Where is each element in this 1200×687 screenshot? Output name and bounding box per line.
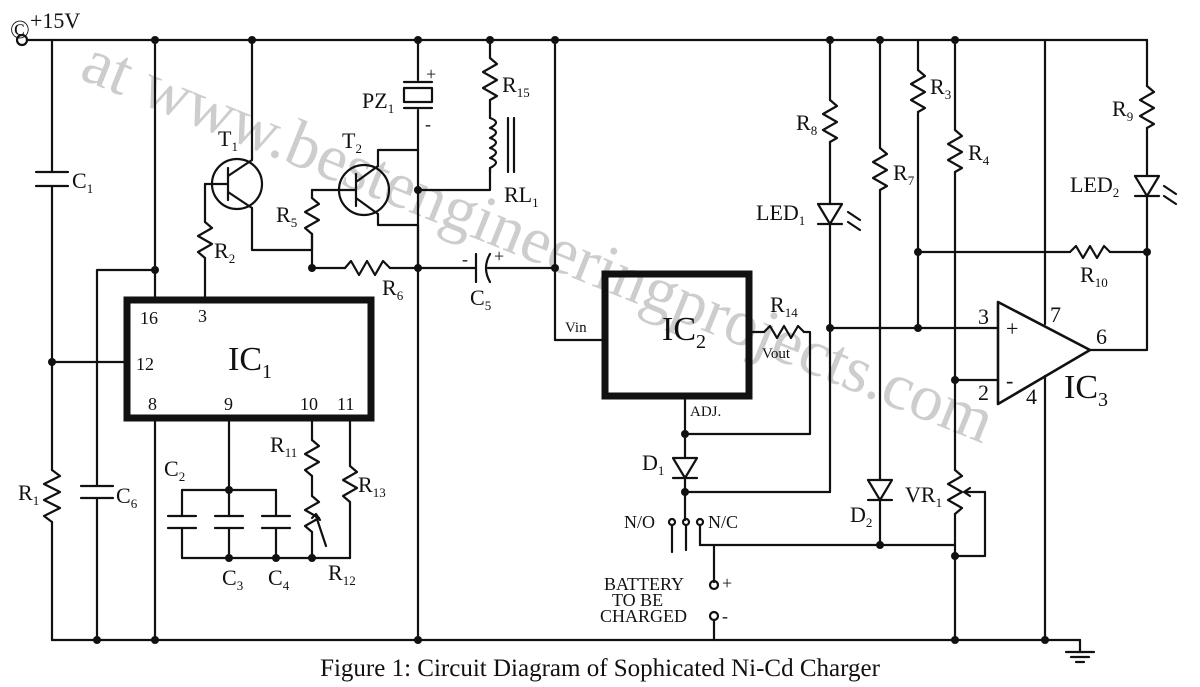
top-rail	[15, 33, 1149, 47]
c2-label: C2	[164, 456, 185, 484]
ic1-pin9: 9	[224, 394, 233, 414]
ic1-pin16: 16	[140, 308, 158, 328]
c5-label: C5	[470, 285, 491, 313]
ic3-plus: +	[1006, 316, 1018, 341]
supply-label: +15V	[30, 8, 80, 33]
pz1-minus: -	[425, 114, 431, 134]
c1-label: C1	[72, 168, 93, 196]
r9-led2	[1133, 38, 1178, 254]
r4-label: R4	[968, 140, 990, 168]
vr1-label: VR1	[905, 482, 942, 510]
r1-label: R1	[18, 480, 39, 508]
c3-label: C3	[222, 565, 243, 593]
t2-label: T2	[342, 128, 362, 156]
ic3-opamp	[996, 38, 1149, 642]
r15-label: R15	[502, 72, 530, 100]
r11-r12-r13	[303, 418, 359, 560]
ic3-pin7: 7	[1050, 302, 1061, 327]
switch-nc: N/C	[708, 512, 738, 532]
c1-r1-branch	[34, 38, 128, 642]
battery-line1: BATTERY	[604, 574, 684, 594]
pz1-plus: +	[426, 64, 436, 84]
ic3-pin2: 2	[978, 380, 989, 405]
c5-plus: +	[494, 246, 504, 266]
ic3-minus: -	[1006, 368, 1013, 393]
c6-branch	[79, 268, 157, 642]
ic2-box	[601, 270, 753, 400]
battery-line3: CHARGED	[600, 606, 687, 626]
r3-label: R3	[930, 74, 951, 102]
r8-label: R8	[796, 110, 817, 138]
battery-plus: +	[722, 573, 732, 593]
r12-label: R12	[328, 560, 356, 588]
r6-label: R6	[382, 275, 404, 303]
r7-label: R7	[893, 160, 915, 188]
d1-label: D1	[642, 450, 664, 478]
d2-label: D2	[850, 502, 872, 530]
ic1-pin10: 10	[300, 394, 318, 414]
ic3-pin4: 4	[1026, 384, 1037, 409]
battery-line2: TO BE	[612, 590, 663, 610]
r11-label: R11	[270, 432, 297, 460]
switch-no: N/O	[624, 512, 655, 532]
ic1-pin8: 8	[148, 394, 157, 414]
c4-label: C4	[268, 565, 290, 593]
r14-label: R14	[770, 292, 798, 320]
r10-label: R10	[1080, 262, 1108, 290]
battery-terminals	[708, 579, 720, 642]
ic1-pin12: 12	[136, 354, 154, 374]
c5-capacitor	[416, 252, 557, 284]
ic3-name: IC3	[1064, 369, 1108, 411]
ground-symbol	[1064, 638, 1096, 664]
t2-transistor	[303, 148, 420, 277]
led1-label: LED1	[756, 200, 805, 228]
ic2-adj: ADJ.	[690, 404, 721, 420]
figure-caption: Figure 1: Circuit Diagram of Sophicated …	[320, 655, 881, 682]
c6-label: C6	[116, 483, 138, 511]
c5-minus: -	[462, 249, 468, 269]
r5-label: R5	[276, 202, 297, 230]
ic1-name: IC1	[228, 341, 272, 383]
r8-led1	[816, 38, 862, 494]
ic1-pin11: 11	[337, 394, 354, 414]
ic3-pin6: 6	[1096, 324, 1107, 349]
pz1-label: PZ1	[362, 88, 394, 116]
ic2-vout: Vout	[762, 346, 791, 362]
relay-switch	[667, 517, 957, 584]
battery-minus: -	[722, 606, 728, 626]
ic2-vin: Vin	[565, 320, 587, 336]
r7-d2	[866, 38, 894, 547]
rl1-label: RL1	[504, 182, 539, 210]
ic1-pin3: 3	[198, 306, 207, 326]
junction-dots	[48, 36, 1151, 644]
r4-vr1	[946, 38, 1000, 642]
ic1-box	[123, 296, 375, 422]
ic2-name: IC2	[662, 311, 706, 353]
r15-rl1	[481, 38, 516, 174]
t1-label: T1	[218, 126, 238, 154]
ic3-pin3: 3	[978, 304, 989, 329]
watermark: at www.bestengineeringprojects.com	[72, 24, 1005, 457]
r9-label: R9	[1112, 96, 1133, 124]
r2-label: R2	[214, 238, 235, 266]
led2-label: LED2	[1070, 172, 1119, 200]
r13-label: R13	[358, 472, 386, 500]
